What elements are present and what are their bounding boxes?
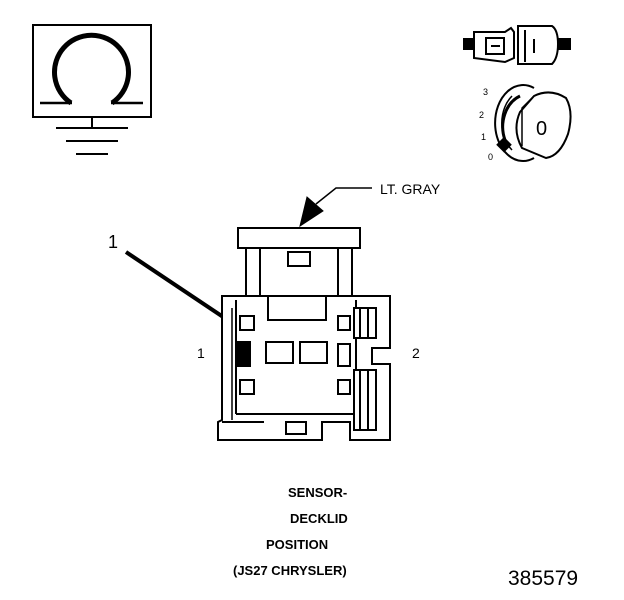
figure-number: 385579 (508, 567, 579, 590)
connector-face (217, 227, 391, 441)
caption-line-2: DECKLID (290, 511, 348, 526)
key-position-0: 0 (488, 152, 494, 162)
key-position-2: 2 (479, 110, 485, 120)
caption-line-1: SENSOR- (288, 485, 348, 500)
ignition-key-icon (494, 84, 572, 162)
pin-2-label: 2 (412, 345, 420, 361)
pin-1-label: 1 (197, 345, 205, 361)
caption-line-4: (JS27 CHRYSLER) (233, 563, 347, 578)
caption-line-3: POSITION (266, 537, 329, 552)
connector-disconnect-icon (463, 25, 571, 65)
ohm-meter-icon (32, 24, 152, 127)
wire-color-label: LT. GRAY (380, 181, 441, 197)
pointer-number-label: 1 (108, 232, 119, 252)
wire-color-leader (299, 187, 372, 228)
ground-icon (56, 127, 128, 155)
key-position-3: 3 (483, 87, 489, 97)
key-position-1: 1 (481, 132, 487, 142)
key-letter: 0 (536, 118, 548, 140)
